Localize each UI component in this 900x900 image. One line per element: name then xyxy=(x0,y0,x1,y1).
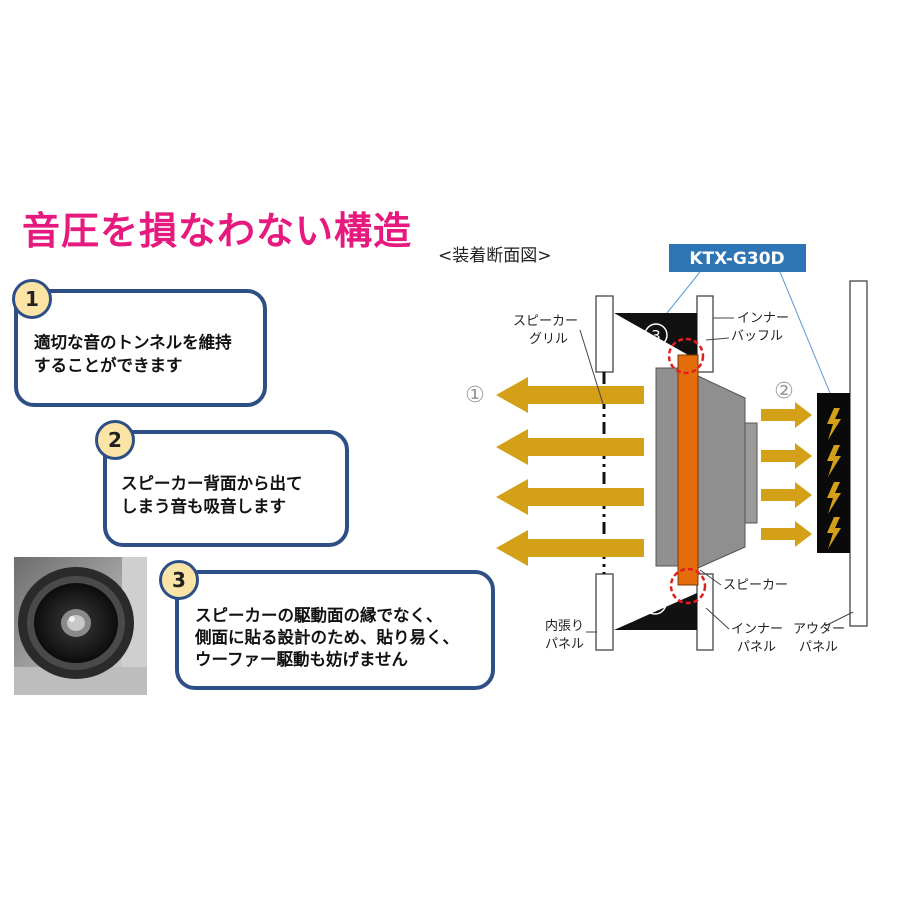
point-box-3: スピーカーの駆動面の縁でなく、 側面に貼る設計のため、貼り易く、 ウーファー駆動… xyxy=(175,570,495,690)
part-marker-bottom: 3 xyxy=(643,591,667,615)
outer-panel xyxy=(849,280,868,627)
foam-ring xyxy=(677,354,699,586)
part-marker-top: 3 xyxy=(644,323,668,347)
marker-circle-bottom xyxy=(669,567,707,605)
back-arrow-marker: ② xyxy=(774,379,794,404)
label-inner-baffle-1: インナー xyxy=(737,311,789,326)
speaker-frame xyxy=(655,367,679,567)
point-2-line-1: スピーカー背面から出て xyxy=(121,474,303,493)
point-badge-1: 1 xyxy=(12,279,52,319)
speaker-magnet xyxy=(744,422,758,524)
label-trim-1: 内張り xyxy=(545,618,584,634)
speaker-body xyxy=(697,375,746,569)
label-outer-panel-2: パネル xyxy=(799,640,838,655)
point-2-line-2: しまう音も吸音します xyxy=(121,497,286,516)
label-inner-baffle-2: バッフル xyxy=(731,329,783,344)
point-3-line-1: スピーカーの駆動面の縁でなく、 xyxy=(195,606,443,625)
grille-panel-bottom xyxy=(595,573,614,651)
label-inner-panel-2: パネル xyxy=(737,640,776,655)
label-inner-panel-1: インナー xyxy=(731,622,783,637)
point-badge-2: 2 xyxy=(95,420,135,460)
front-sound-arrows xyxy=(496,377,644,566)
label-grille-1: スピーカー xyxy=(513,314,578,329)
point-1-line-2: することができます xyxy=(34,356,183,375)
label-grille-2: グリル xyxy=(529,332,568,347)
page-title: 音圧を損なわない構造 xyxy=(22,209,413,253)
point-1-line-1: 適切な音のトンネルを維持 xyxy=(34,333,232,352)
inner-panel-top xyxy=(696,295,714,373)
product-label-text: KTX-G30D xyxy=(689,249,784,269)
speaker-photo xyxy=(14,557,147,695)
product-label: KTX-G30D xyxy=(669,244,806,272)
back-sound-arrows xyxy=(761,402,812,547)
point-box-1: 適切な音のトンネルを維持 することができます xyxy=(14,289,267,407)
svg-text:3: 3 xyxy=(650,595,660,613)
point-3-line-3: ウーファー駆動も妨げません xyxy=(195,650,409,669)
grille-panel-top xyxy=(595,295,614,373)
label-outer-panel-1: アウター xyxy=(793,622,845,637)
wedge-part-top xyxy=(614,313,697,360)
svg-text:3: 3 xyxy=(651,327,661,345)
absorber-lightning-icons xyxy=(827,408,841,549)
label-speaker: スピーカー xyxy=(723,578,788,593)
front-arrow-marker: ① xyxy=(465,383,485,408)
point-box-2: スピーカー背面から出て しまう音も吸音します xyxy=(103,430,349,547)
point-3-line-2: 側面に貼る設計のため、貼り易く、 xyxy=(195,628,459,647)
diagram-heading: <装着断面図> xyxy=(438,246,552,266)
label-trim-2: パネル xyxy=(545,637,584,652)
marker-circle-top xyxy=(667,337,705,375)
point-badge-3: 3 xyxy=(159,560,199,600)
wedge-part-bottom xyxy=(614,593,697,630)
